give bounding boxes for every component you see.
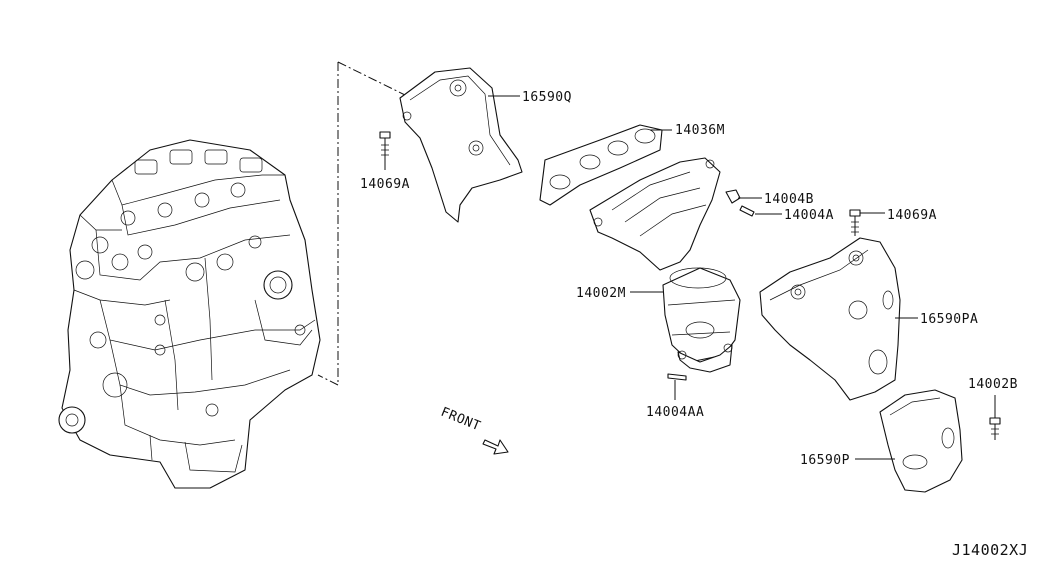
label-14069a-left: 14069A — [360, 177, 410, 192]
diagram-code: J14002XJ — [952, 541, 1028, 559]
stud-upper — [739, 205, 755, 217]
label-14004aa: 14004AA — [646, 405, 704, 420]
heat-shield-upper — [399, 67, 523, 223]
exhaust-gasket — [539, 124, 663, 206]
label-14002m: 14002M — [576, 286, 626, 301]
divider-line-lower — [317, 374, 339, 386]
bolt-right — [849, 209, 861, 236]
heat-shield-right — [759, 237, 901, 401]
label-14004b: 14004B — [764, 192, 814, 207]
label-16590pa: 16590PA — [920, 312, 978, 327]
exhaust-manifold — [589, 157, 741, 373]
label-14004a: 14004A — [784, 208, 834, 223]
label-14036m: 14036M — [675, 123, 725, 138]
label-16590p: 16590P — [800, 453, 850, 468]
label-14002b: 14002B — [968, 377, 1018, 392]
nut — [725, 189, 741, 204]
bolt-left — [379, 131, 391, 160]
bolt-lower — [989, 417, 1001, 440]
label-front: FRONT — [439, 405, 483, 435]
engine-block-drawing — [58, 139, 321, 489]
heat-shield-lower — [879, 389, 963, 493]
front-direction-arrow — [482, 439, 509, 455]
label-16590q: 16590Q — [522, 90, 572, 105]
divider-line-upper — [337, 61, 406, 96]
label-14069a-right: 14069A — [887, 208, 937, 223]
stud-lower — [667, 373, 687, 381]
